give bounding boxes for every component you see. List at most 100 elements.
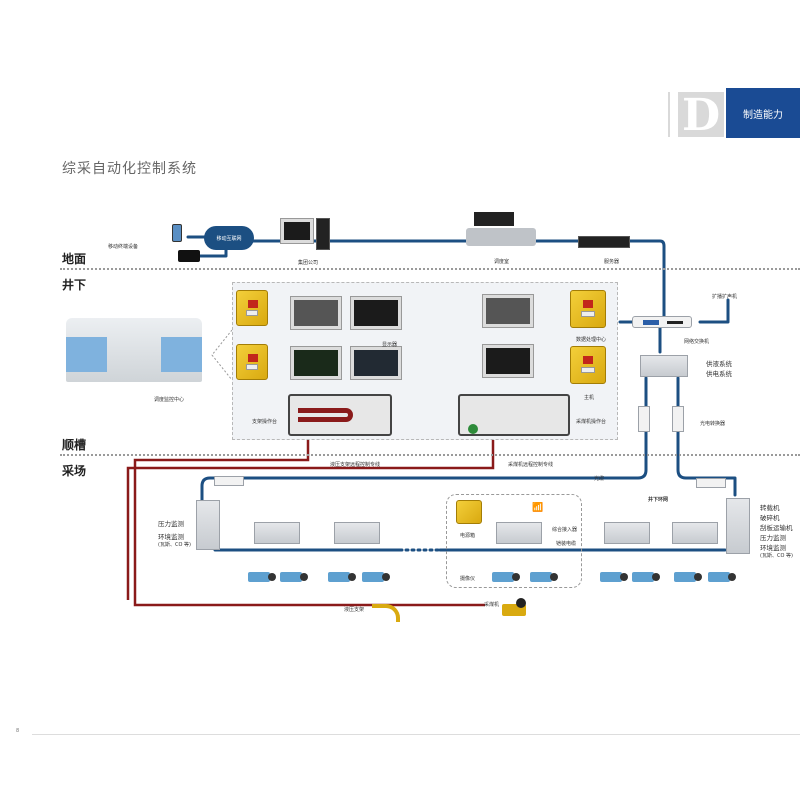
display-monitor-3 bbox=[290, 346, 342, 380]
surface-backbone bbox=[230, 239, 666, 324]
camera-icon bbox=[600, 572, 628, 582]
broadcast-link bbox=[698, 298, 730, 324]
phone-icon bbox=[172, 224, 182, 242]
network-switch-icon bbox=[632, 316, 692, 328]
camera-icon bbox=[328, 572, 356, 582]
shearer-label: 采煤机 bbox=[484, 602, 500, 608]
display-monitor-2 bbox=[350, 296, 402, 330]
camera-icon bbox=[492, 572, 520, 582]
face-controller-2 bbox=[334, 522, 380, 544]
broadcast-label: 扩播扩声机 bbox=[712, 294, 738, 300]
wifi-icon: 📶 bbox=[532, 503, 544, 513]
right-device-4: 压力监测 bbox=[760, 534, 786, 542]
right-device-2: 破碎机 bbox=[760, 514, 780, 522]
zone-label-gateway: 顺槽 bbox=[62, 438, 87, 452]
face-node-group bbox=[446, 494, 582, 588]
zone-label-underground: 井下 bbox=[62, 278, 87, 292]
explosion-proof-host-1 bbox=[236, 290, 268, 326]
dispatch-center-label: 调度监控中心 bbox=[154, 397, 185, 403]
system-supply-label: 供液系统 bbox=[706, 360, 732, 368]
face-controller-4 bbox=[604, 522, 650, 544]
dispatch-desk-icon bbox=[466, 228, 536, 246]
right-device-note: (瓦斯、CO 等) bbox=[760, 553, 793, 559]
fiber-label: 光缆 bbox=[594, 476, 605, 482]
server-label: 服务器 bbox=[604, 259, 620, 265]
optical-left bbox=[200, 376, 648, 502]
hydraulic-support-icon bbox=[372, 604, 400, 622]
section-letter-badge: D bbox=[668, 90, 724, 141]
display-monitor-4 bbox=[350, 346, 402, 380]
optical-converter-2 bbox=[672, 406, 684, 432]
shearer-console-image bbox=[458, 394, 570, 436]
console-arc bbox=[298, 408, 353, 422]
footer-divider bbox=[32, 734, 800, 735]
data-center-label: 数据处理中心 bbox=[576, 337, 607, 343]
camera-icon bbox=[248, 572, 276, 582]
page-number: 8 bbox=[16, 728, 20, 734]
power-box-icon bbox=[456, 500, 482, 524]
dispatch-screens-icon bbox=[474, 212, 514, 226]
center-wing-right bbox=[161, 337, 202, 373]
zone-divider-surface bbox=[60, 268, 800, 270]
ring-network-label: 井下环网 bbox=[648, 497, 669, 503]
left-monitor-pressure: 压力监测 bbox=[158, 520, 184, 528]
optical-converter-1 bbox=[638, 406, 650, 432]
page-title: 综采自动化控制系统 bbox=[62, 161, 197, 177]
camera-label: 摄像仪 bbox=[460, 576, 476, 582]
dispatch-label: 调度室 bbox=[494, 259, 510, 265]
zone-label-face: 采场 bbox=[62, 464, 87, 478]
switch-slot bbox=[667, 321, 683, 324]
display-label: 显示器 bbox=[382, 342, 398, 348]
server-icon bbox=[578, 236, 630, 248]
cloud-icon: 移动互联网 bbox=[204, 226, 254, 250]
center-wing-left bbox=[66, 337, 107, 373]
display-monitor-6 bbox=[482, 344, 534, 378]
access-label: 综合接入器 bbox=[552, 527, 578, 533]
data-center-box bbox=[570, 290, 606, 328]
dispatch-center-image bbox=[66, 318, 202, 382]
right-junction-box bbox=[726, 498, 750, 554]
camera-icon bbox=[362, 572, 390, 582]
shearer-line-label: 采煤机远程控制专线 bbox=[508, 462, 554, 468]
display-monitor-1 bbox=[290, 296, 342, 330]
support-control-line bbox=[133, 440, 485, 607]
face-controller-5 bbox=[672, 522, 718, 544]
camera-icon bbox=[530, 572, 558, 582]
console-start-button bbox=[468, 424, 478, 434]
host-box bbox=[570, 346, 606, 384]
host-label: 主机 bbox=[584, 395, 595, 401]
shearer-drum-icon bbox=[516, 598, 526, 608]
support-line-label: 液压支架远程控制专线 bbox=[330, 462, 381, 468]
badge-bar bbox=[670, 92, 678, 137]
office-monitor-icon bbox=[280, 218, 314, 244]
tablet-icon bbox=[178, 250, 200, 262]
mobile-devices-label: 移动终端设备 bbox=[108, 244, 139, 250]
callout-wedge bbox=[211, 329, 233, 381]
face-controller-3 bbox=[496, 522, 542, 544]
right-device-3: 刮板运输机 bbox=[760, 524, 793, 532]
camera-icon bbox=[632, 572, 660, 582]
camera-icon bbox=[280, 572, 308, 582]
junction-box bbox=[640, 355, 688, 377]
switch-ports bbox=[643, 320, 659, 325]
office-tower-icon bbox=[316, 218, 330, 250]
face-optical-right bbox=[696, 478, 726, 488]
optical-right bbox=[676, 376, 737, 497]
left-junction-box bbox=[196, 500, 220, 550]
zone-divider-gateway bbox=[60, 454, 800, 456]
support-console-label: 支架操作台 bbox=[252, 419, 278, 425]
optical-converter-label: 光电转换器 bbox=[700, 421, 726, 427]
left-monitor-environment: 环境监测 bbox=[158, 533, 184, 541]
face-optical-left bbox=[214, 476, 244, 486]
office-label: 集团公司 bbox=[298, 260, 319, 266]
camera-icon bbox=[674, 572, 702, 582]
left-monitor-note: (瓦斯、CO 等) bbox=[158, 542, 191, 548]
shearer-console-label: 采煤机操作台 bbox=[576, 419, 607, 425]
section-label-badge: 制造能力 bbox=[726, 88, 800, 138]
system-power-label: 供电系统 bbox=[706, 370, 732, 378]
explosion-proof-host-2 bbox=[236, 344, 268, 380]
display-monitor-5 bbox=[482, 294, 534, 328]
zone-label-surface: 地面 bbox=[62, 252, 87, 266]
right-device-5: 环境监测 bbox=[760, 544, 786, 552]
support-console-image bbox=[288, 394, 392, 436]
